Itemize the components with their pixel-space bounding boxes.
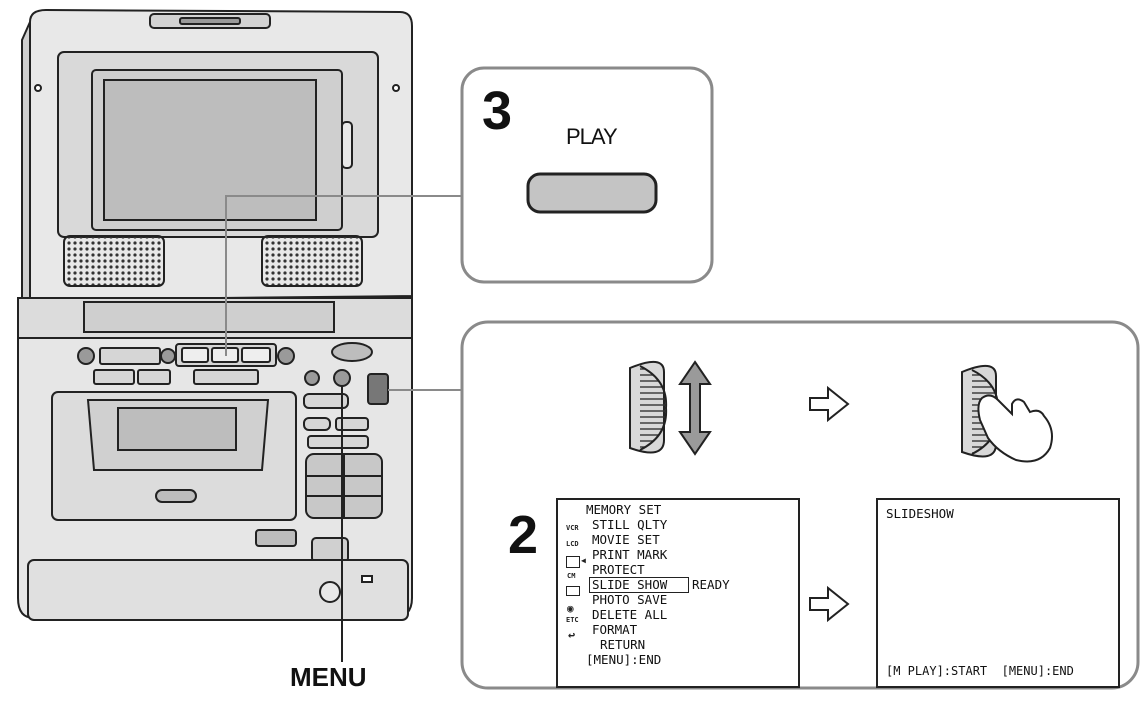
menu-selection-box: [589, 577, 689, 593]
step-arrow-icon: [809, 585, 850, 623]
round-button[interactable]: [304, 370, 320, 386]
menu-footer: [MENU]:END: [586, 652, 662, 667]
speaker-left: [63, 235, 165, 287]
round-button[interactable]: [77, 347, 95, 365]
power-switch[interactable]: [331, 342, 373, 362]
rect-button[interactable]: [303, 417, 331, 431]
rect-button[interactable]: [307, 435, 369, 449]
double-arrow: [678, 360, 712, 456]
menu-item-return[interactable]: RETURN: [600, 637, 646, 652]
step-number-3: 3: [482, 81, 513, 141]
return-icon: ↩: [568, 628, 576, 642]
memory-icon: [566, 556, 580, 568]
rect-button[interactable]: [99, 347, 161, 365]
play-button-label: PLAY: [566, 124, 618, 149]
menu-button-label: MENU: [290, 662, 367, 692]
tape-icon: [566, 586, 580, 596]
play-button-illustration: [526, 172, 658, 214]
etc-icon: ETC: [566, 616, 579, 624]
step-number-2: 2: [508, 505, 539, 565]
dial-slot: [367, 373, 389, 405]
cm-icon: CM: [567, 572, 576, 580]
slideshow-footer: [M PLAY]:START [MENU]:END: [886, 664, 1074, 678]
pressing-hand-icon: [977, 394, 1053, 463]
menu-osd-screen: VCR LCD ◀ CM ◉ ETC ↩ MEMORY SET STILL QL…: [556, 498, 800, 688]
rect-button[interactable]: [137, 369, 171, 385]
menu-item-format[interactable]: FORMAT: [592, 622, 638, 637]
leader-line-play: [225, 195, 462, 356]
menu-item-print-mark[interactable]: PRINT MARK: [592, 547, 668, 562]
rect-button[interactable]: [193, 369, 259, 385]
menu-button[interactable]: [333, 369, 351, 387]
rect-button[interactable]: [255, 529, 297, 547]
cassette-window: [117, 407, 237, 451]
right-controls: [255, 342, 389, 563]
dial-turn-illustration: [629, 360, 712, 456]
menu-item-protect[interactable]: PROTECT: [592, 562, 645, 577]
rect-button[interactable]: [303, 393, 349, 409]
video-walkman-device: [17, 8, 413, 621]
step-arrow-icon: [809, 385, 850, 423]
selection-pointer-icon: ◀: [581, 556, 586, 565]
menu-item-value: READY: [692, 577, 730, 592]
lcd-icon: LCD: [566, 540, 579, 548]
rect-button[interactable]: [181, 347, 209, 363]
menu-item-slide-show[interactable]: SLIDE SHOW: [592, 577, 668, 592]
slideshow-osd-screen: SLIDESHOW [M PLAY]:START [MENU]:END: [876, 498, 1120, 688]
menu-item-delete-all[interactable]: DELETE ALL: [592, 607, 668, 622]
camera-icon: ◉: [567, 602, 574, 615]
rect-button[interactable]: [93, 369, 135, 385]
rect-button[interactable]: [335, 417, 369, 431]
device-base: [27, 559, 409, 621]
menu-item-still-qlty[interactable]: STILL QLTY: [592, 517, 668, 532]
menu-item-movie-set[interactable]: MOVIE SET: [592, 532, 660, 547]
round-button[interactable]: [277, 347, 295, 365]
dial-press-illustration: [961, 365, 1053, 463]
rect-button[interactable]: [241, 347, 271, 363]
round-button[interactable]: [160, 348, 176, 364]
slideshow-title: SLIDESHOW: [886, 506, 954, 521]
menu-item-photo-save[interactable]: PHOTO SAVE: [592, 592, 668, 607]
menu-header: MEMORY SET: [586, 502, 662, 517]
speaker-right: [261, 235, 363, 287]
vcr-icon: VCR: [566, 524, 579, 532]
lcd-side-control: [341, 121, 353, 169]
